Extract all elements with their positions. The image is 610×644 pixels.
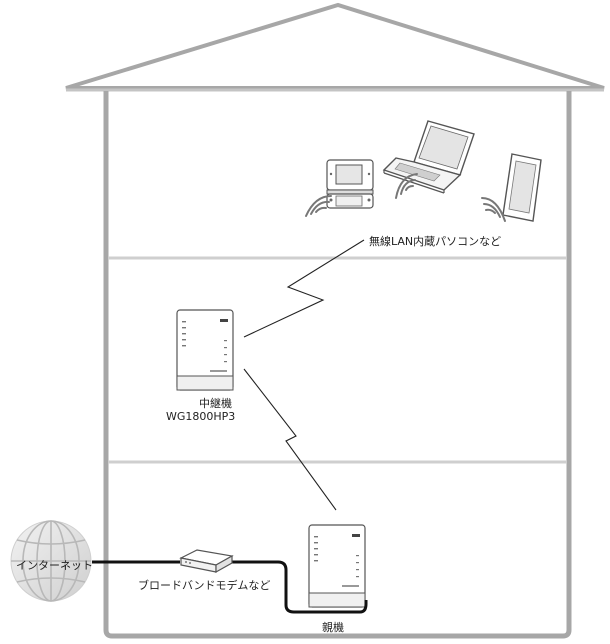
wifi-waves-game [305, 195, 332, 217]
parent-unit-label: 親機 [322, 621, 344, 634]
repeater-model-label: WG1800HP3 [166, 410, 236, 423]
handheld-game-console-icon [326, 159, 374, 209]
wireless-link-lower [243, 368, 337, 511]
internet-label: インターネット [16, 559, 93, 572]
wireless-link-upper [243, 239, 365, 338]
wireless-router-icon [308, 524, 366, 608]
modem-label: ブロードバンドモデムなど [138, 579, 271, 592]
house-walls [103, 91, 572, 639]
wireless-devices-label: 無線LAN内蔵パソコンなど [369, 235, 502, 248]
cable-modem-to-router [230, 560, 368, 614]
broadband-modem-icon [179, 549, 234, 574]
house-roof [65, 2, 605, 90]
repeater-label: 中継機 [199, 397, 232, 410]
wifi-waves-laptop [395, 173, 418, 199]
wifi-waves-tablet [481, 197, 506, 222]
wireless-repeater-icon [176, 309, 234, 391]
laptop-icon [382, 120, 475, 194]
tablet-icon [502, 153, 542, 222]
globe-icon [10, 520, 92, 602]
